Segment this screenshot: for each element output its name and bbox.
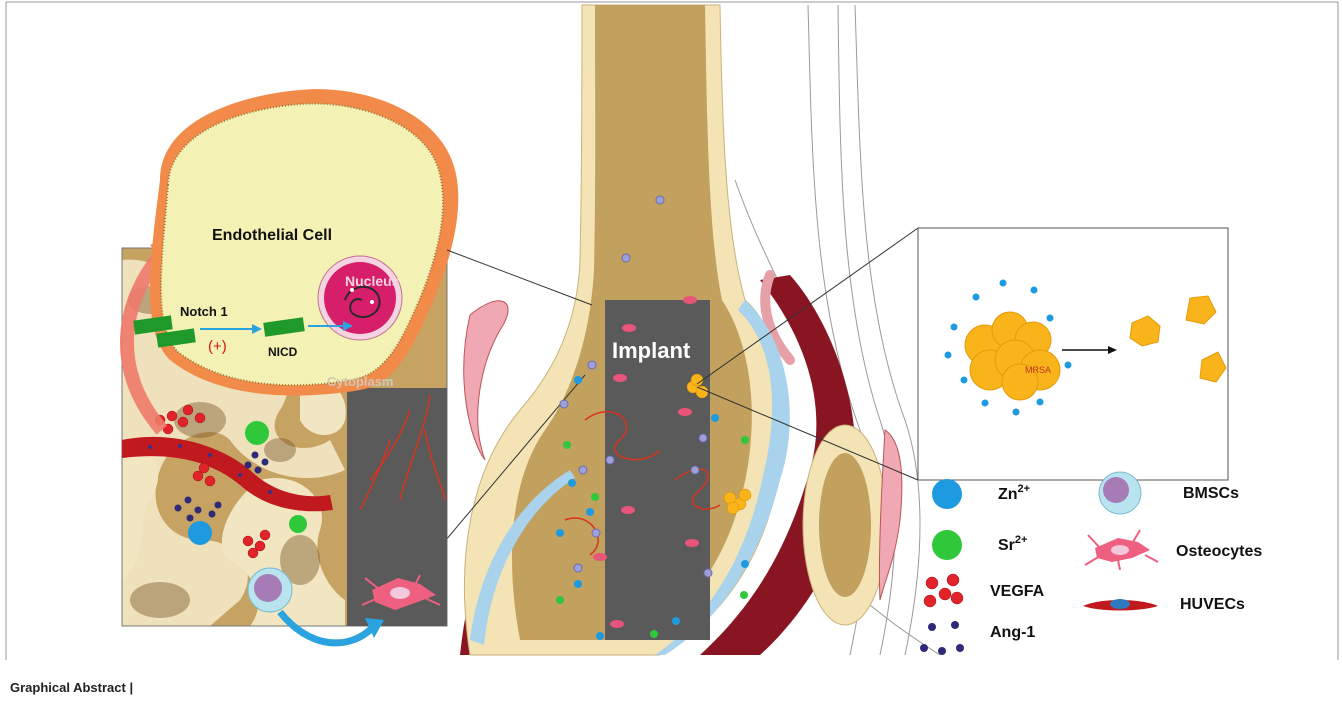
legend-bmscs-label: BMSCs bbox=[1183, 485, 1239, 502]
legend-huvecs-swatch bbox=[1083, 599, 1158, 611]
mrsa-label: MRSA bbox=[1025, 365, 1051, 375]
legend-zn-swatch bbox=[932, 479, 962, 509]
legend-osteocytes-label: Osteocytes bbox=[1176, 543, 1262, 560]
legend-vegfa-swatch bbox=[924, 574, 963, 607]
nucleus: Nucleus bbox=[318, 256, 402, 340]
legend-ang1-swatch bbox=[920, 621, 964, 655]
legend-sr-swatch bbox=[932, 530, 962, 560]
legend-huvecs-label: HUVECs bbox=[1180, 596, 1245, 613]
figure-caption: Graphical Abstract | bbox=[10, 680, 133, 695]
nucleus-label: Nucleus bbox=[345, 273, 400, 289]
legend-sr-label: Sr2+ bbox=[998, 534, 1027, 554]
nicd-label: NICD bbox=[268, 345, 298, 359]
implant-label: Implant bbox=[612, 338, 691, 363]
legend-zn-label: Zn2+ bbox=[998, 483, 1030, 503]
cytoplasm-label: Cytoplasm bbox=[327, 374, 393, 389]
legend-ang1-label: Ang-1 bbox=[990, 624, 1035, 641]
legend: Zn2+ Sr2+ VEGFA Ang-1 BMSCs Osteocytes H… bbox=[920, 472, 1262, 655]
bmsc-cell bbox=[248, 568, 292, 612]
legend-vegfa-label: VEGFA bbox=[990, 583, 1045, 600]
cell-title: Endothelial Cell bbox=[212, 227, 332, 244]
legend-bmscs-swatch bbox=[1099, 472, 1141, 514]
plus-label: (+) bbox=[208, 338, 227, 355]
legend-osteocytes-swatch bbox=[1085, 530, 1158, 570]
notch-label: Notch 1 bbox=[180, 304, 228, 319]
mrsa-inset: MRSA bbox=[918, 228, 1228, 480]
